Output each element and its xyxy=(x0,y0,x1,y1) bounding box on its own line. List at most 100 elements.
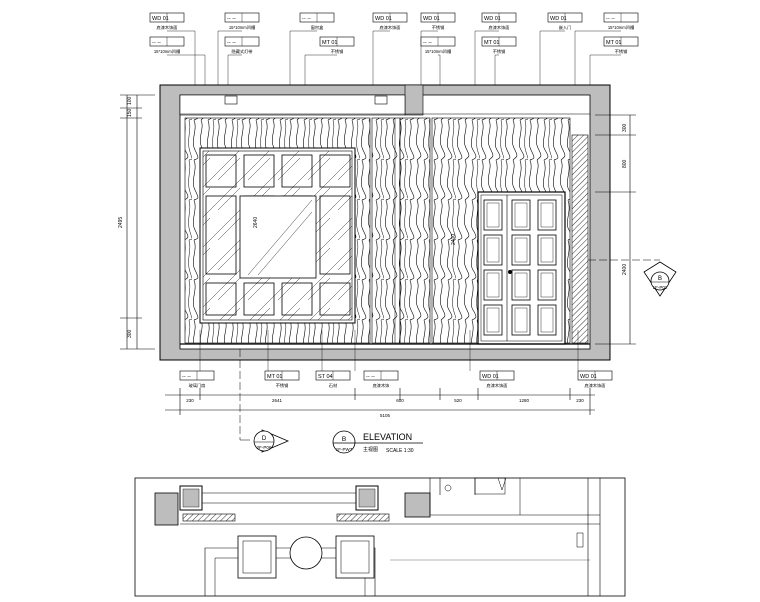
top-tag-code: -- -- xyxy=(302,16,311,22)
callout-right-sheet: 1F-P02 xyxy=(653,285,668,290)
top-tag: WD 01 底漆木饰面 xyxy=(474,12,517,130)
bottom-tag: -- -- 底漆木饰 xyxy=(354,330,399,389)
glazed-window xyxy=(199,147,356,324)
door-panel-inset xyxy=(540,307,554,333)
right-dimension xyxy=(595,114,636,345)
door-panel-inset xyxy=(540,237,554,263)
top-tag-desc: 嵌入门 xyxy=(559,24,572,31)
top-tag-code: -- -- xyxy=(227,16,236,22)
door-panel-inset xyxy=(486,237,500,263)
dim-h-total: 5105 xyxy=(380,413,391,418)
top-tag-code: WD 01 xyxy=(375,16,392,22)
top-tag-desc: 15*10mm凹槽 xyxy=(229,24,256,31)
bottom-tag-code: ST 04 xyxy=(318,374,333,380)
door-panel xyxy=(511,199,531,231)
bottom-tag: WD 01 底漆木饰面 xyxy=(577,330,613,389)
dim-h-3: 600 xyxy=(396,398,404,403)
window-pane xyxy=(205,154,237,188)
top-tag-code: MT 01 xyxy=(484,40,500,46)
window-pane xyxy=(281,154,313,188)
bottom-tag-desc: 底漆木饰面 xyxy=(585,382,606,389)
door-panels xyxy=(483,199,557,336)
top-tag-code: WD 01 xyxy=(484,16,501,22)
bottom-tag: WD 01 底漆木饰面 xyxy=(469,330,515,389)
top-tag-code: -- -- xyxy=(152,40,161,46)
window-pane xyxy=(281,282,313,316)
top-tag-desc: 15*10mm凹槽 xyxy=(154,48,181,55)
bottom-tag-desc: 底漆木饰 xyxy=(373,382,390,389)
window-pane xyxy=(205,282,237,316)
callout-right-letter: B xyxy=(658,276,662,282)
door-panel xyxy=(511,304,531,336)
bottom-tag-group: -- -- 玻璃门扇 MT 01 不锈钢 ST 04 石材 -- -- 底漆木饰 WD 01 底漆… xyxy=(179,330,613,389)
callout-bottom-sheet: 2F-P06 xyxy=(257,445,272,450)
title-sheet: 1F-PW7 xyxy=(336,447,353,452)
top-tag-desc: 不锈钢 xyxy=(615,48,628,55)
dim-left-1: 100 xyxy=(127,96,133,105)
door-panel xyxy=(511,269,531,301)
dim-h-6: 230 xyxy=(576,398,584,403)
top-tag-code: MT 01 xyxy=(322,40,338,46)
window-pane xyxy=(243,282,275,316)
top-tag-code: WD 01 xyxy=(423,16,440,22)
dim-left-2: 150 xyxy=(127,108,133,117)
door-panel-inset xyxy=(540,272,554,298)
door-panel xyxy=(537,234,557,266)
top-tag-desc: 底漆木饰面 xyxy=(157,24,178,31)
window-pane xyxy=(243,154,275,188)
dim-right-1: 300 xyxy=(622,123,628,132)
bottom-tag-desc: 石材 xyxy=(329,382,337,389)
top-tag-code: -- -- xyxy=(423,40,432,46)
top-tag-desc: 底漆木饰面 xyxy=(489,24,510,31)
top-tag: -- -- 15*10mm凹槽 xyxy=(217,12,260,130)
top-tag-desc: 15*10mm凹槽 xyxy=(608,24,635,31)
top-tag-desc: 隐藏式灯带 xyxy=(232,48,253,55)
window-pane xyxy=(205,195,237,275)
bottom-tag-code: -- -- xyxy=(366,374,375,380)
dim-h-2: 2641 xyxy=(272,398,283,403)
door-panel-inset xyxy=(486,272,500,298)
title-caption: 主视图 xyxy=(363,446,378,453)
dim-h-1: 230 xyxy=(186,398,194,403)
top-tag-code: WD 01 xyxy=(152,16,169,22)
bottom-tag: -- -- 玻璃门扇 xyxy=(179,330,215,389)
dim-left-4: 300 xyxy=(127,329,133,338)
bottom-tag-desc: 玻璃门扇 xyxy=(189,382,206,389)
horizontal-dimension xyxy=(165,388,595,415)
door-panel-inset xyxy=(514,237,528,263)
bottom-tag-code: WD 01 xyxy=(580,374,597,380)
top-tag-code: MT 01 xyxy=(606,40,622,46)
window-pane xyxy=(319,195,351,275)
bottom-tag-code: WD 01 xyxy=(482,374,499,380)
door-panel xyxy=(483,199,503,231)
door-panel xyxy=(537,269,557,301)
callout-bottom-letter: D xyxy=(262,436,267,442)
door-panel xyxy=(483,234,503,266)
elevation-title: B 1F-PW7 主视图 ELEVATION SCALE 1:30 xyxy=(332,430,423,454)
window-grid xyxy=(205,154,351,316)
bottom-tag-desc: 不锈钢 xyxy=(276,382,289,389)
door-panel xyxy=(537,304,557,336)
title-scale: SCALE 1:30 xyxy=(386,448,414,454)
dim-h-5: 1280 xyxy=(519,398,530,403)
bottom-tag-code: -- -- xyxy=(182,374,191,380)
dim-h-4: 520 xyxy=(454,398,462,403)
door-height-label: 2400 xyxy=(451,234,457,245)
window-center-pane xyxy=(239,195,317,279)
bottom-tag-code: MT 01 xyxy=(267,374,283,380)
door-panel-inset xyxy=(514,272,528,298)
dim-right-2: 800 xyxy=(622,159,628,168)
top-tag-desc: 不锈钢 xyxy=(493,48,506,55)
left-dimension xyxy=(120,94,155,350)
dim-right-3: 2400 xyxy=(622,264,628,275)
top-tag-code: -- -- xyxy=(606,16,615,22)
window-pane xyxy=(319,282,351,316)
bottom-tag-desc: 底漆木饰面 xyxy=(487,382,508,389)
door-panel-inset xyxy=(514,307,528,333)
bottom-tag: MT 01 不锈钢 xyxy=(264,330,300,389)
top-tag-desc: 底漆木饰面 xyxy=(380,24,401,31)
top-tag-code: WD 01 xyxy=(550,16,567,22)
